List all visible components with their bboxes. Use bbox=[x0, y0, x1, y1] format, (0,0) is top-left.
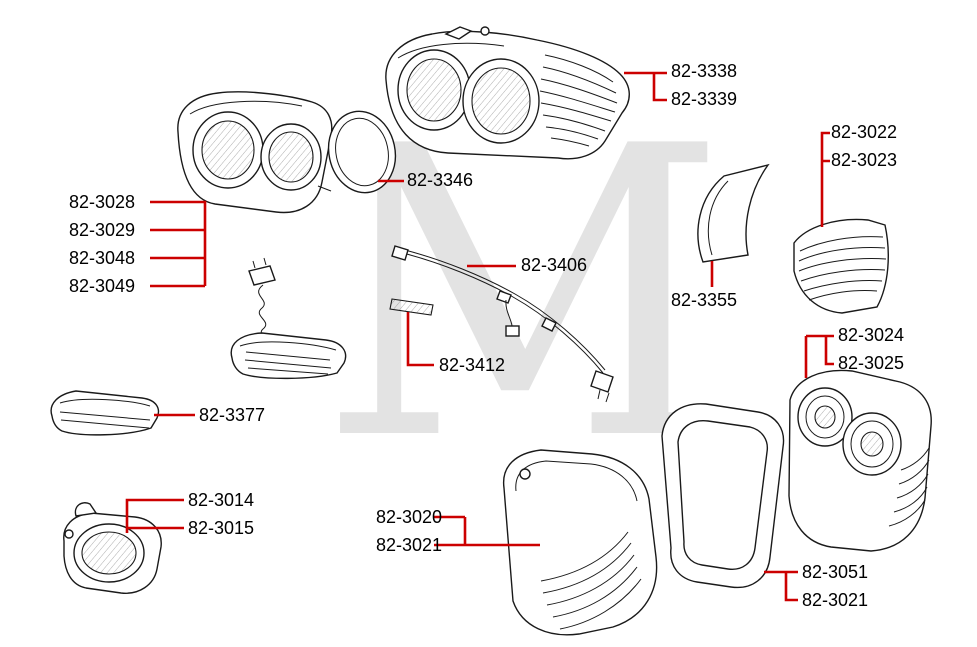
leader-82-3051 bbox=[764, 570, 798, 602]
leader-82-3020 bbox=[434, 515, 540, 547]
leader-82-3014 bbox=[125, 498, 184, 533]
part-label-82-3025: 82-3025 bbox=[838, 353, 905, 373]
part-label-82-3028: 82-3028 bbox=[69, 192, 136, 212]
side-lens-drawing bbox=[50, 390, 160, 436]
part-label-82-3049: 82-3049 bbox=[69, 276, 136, 296]
part-label-82-3029: 82-3029 bbox=[69, 220, 136, 240]
part-label-82-3023: 82-3023 bbox=[831, 150, 898, 170]
part-label-82-3024: 82-3024 bbox=[838, 325, 905, 345]
seal-frame-drawing bbox=[661, 403, 785, 589]
part-label-82-3412: 82-3412 bbox=[439, 355, 506, 375]
trim-ring-drawing bbox=[327, 110, 397, 194]
leader-82-3028-group bbox=[150, 200, 207, 288]
part-label-82-3339: 82-3339 bbox=[671, 89, 738, 109]
part-label-82-3021-a: 82-3021 bbox=[376, 535, 443, 555]
part-label-82-3022: 82-3022 bbox=[831, 122, 898, 142]
wiring-harness-drawing bbox=[391, 245, 614, 403]
part-label-82-3338: 82-3338 bbox=[671, 61, 738, 81]
corner-trim-drawing bbox=[697, 163, 770, 263]
part-label-82-3021-b: 82-3021 bbox=[802, 590, 869, 610]
part-label-82-3406: 82-3406 bbox=[521, 255, 588, 275]
dual-headlamp-unit-drawing bbox=[385, 26, 630, 160]
leader-82-3024 bbox=[804, 334, 834, 378]
part-label-82-3051: 82-3051 bbox=[802, 562, 869, 582]
part-label-82-3346: 82-3346 bbox=[407, 170, 474, 190]
fog-lamp-drawing bbox=[63, 502, 162, 594]
mounting-plate-drawing bbox=[389, 298, 434, 316]
part-label-82-3355: 82-3355 bbox=[671, 290, 738, 310]
leader-82-3022 bbox=[820, 131, 830, 227]
part-label-82-3015: 82-3015 bbox=[188, 518, 255, 538]
turn-signal-lens-drawing bbox=[230, 332, 347, 380]
lamp-housing-drawing bbox=[788, 369, 932, 552]
part-label-82-3048: 82-3048 bbox=[69, 248, 136, 268]
part-label-82-3014: 82-3014 bbox=[188, 490, 255, 510]
tail-lens-drawing bbox=[502, 449, 658, 636]
leader-lines bbox=[125, 71, 834, 602]
part-label-82-3020: 82-3020 bbox=[376, 507, 443, 527]
headlamp-housing-drawing bbox=[177, 91, 333, 214]
part-label-82-3377: 82-3377 bbox=[199, 405, 266, 425]
louvered-panel-drawing bbox=[793, 218, 889, 314]
leader-82-3338 bbox=[624, 71, 667, 102]
leader-82-3412 bbox=[406, 312, 434, 367]
